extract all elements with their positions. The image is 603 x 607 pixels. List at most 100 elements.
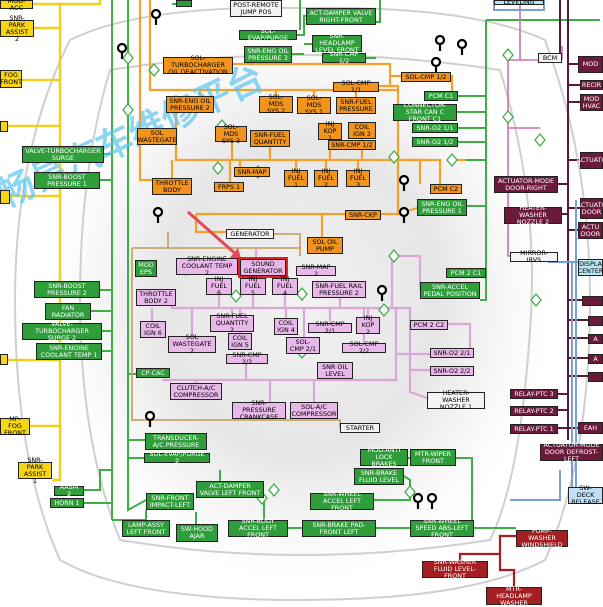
- component-snr-fuel-pressure[interactable]: SNR-FUEL PRESSURE: [336, 97, 376, 114]
- component-snr-brake-pad-front-left[interactable]: SNR-BRAKE PAD-FRONT LEFT: [302, 520, 376, 537]
- component-snr-fuel-quantity-2[interactable]: SNR-FUEL QUANTITY 2: [210, 313, 254, 334]
- component-sol-cmp-2-2[interactable]: SOL-CMP 2/2: [342, 341, 386, 355]
- component-snr-eng-oil-pressure-1[interactable]: SNR-ENG OIL PRESSURE 1: [417, 199, 467, 216]
- component-actuator-rt-2[interactable]: ACTUATO DOOR: [576, 198, 603, 219]
- component-maroon-rt-3[interactable]: A: [588, 334, 603, 344]
- component-snr-fuel-rail-pressure-2[interactable]: SNR-FUEL RAIL PRESSURE 2: [312, 281, 366, 298]
- component-maroon-rt-4[interactable]: A: [588, 354, 603, 364]
- component-maroon-rt-1[interactable]: [582, 296, 603, 306]
- component-post-remote-jump-pos[interactable]: POST-REMOTE JUMP POS: [230, 0, 282, 17]
- component-mtr-wiper-front[interactable]: MTR-WIPER FRONT: [410, 449, 456, 466]
- component-snr-accel-pedal-position[interactable]: SNR-ACCEL PEDAL POSITION: [420, 282, 480, 299]
- component-snr-wheel-accel-left-front[interactable]: SNR-WHEEL ACCEL LEFT FRONT: [310, 491, 374, 512]
- component-frps-1[interactable]: FRPS 1: [214, 182, 244, 192]
- component-coil-ign-6[interactable]: COIL IGN 6: [140, 321, 166, 338]
- component-snr-cmp-1-2-top[interactable]: SNR-CMP 1/2: [322, 51, 366, 65]
- component-actuator-mode-door-defrost-left[interactable]: ACTUATOR-MODE DOOR DEFROST-LEFT: [540, 442, 603, 463]
- component-relay-ptc-3[interactable]: RELAY-PTC 3: [510, 389, 558, 399]
- component-aasm-2[interactable]: AASM 2: [54, 484, 84, 498]
- component-transducer-ac-pressure[interactable]: TRANSDUCER-A/C PRESSURE: [145, 433, 207, 450]
- component-inj-fuel-2[interactable]: INJ FUEL 2: [314, 168, 338, 189]
- component-snr-body-accel-left-front[interactable]: SNR-BODY ACCEL LEFT FRONT: [228, 518, 288, 539]
- component-g-top-stub-1[interactable]: [176, 0, 192, 7]
- component-y-stub-3[interactable]: [0, 354, 8, 365]
- component-mod-acc[interactable]: MOD-ACC: [0, 0, 33, 11]
- component-relay-ptc-2[interactable]: RELAY-PTC 2: [510, 406, 558, 416]
- component-snr-park-assist-2[interactable]: SNR-PARK ASSIST 2: [0, 14, 34, 42]
- component-lamp-assy-left-front[interactable]: LAMP-ASSY LEFT FRONT: [122, 520, 170, 537]
- component-snr-engine-coolant-temp-2[interactable]: SNR-ENGINE COOLANT TEMP 2: [176, 256, 238, 277]
- component-sol-evap-purge-2[interactable]: SOL-EVAP/PURGE 2: [144, 451, 210, 465]
- component-coil-ign-3[interactable]: COIL IGN 3: [348, 122, 376, 139]
- component-connector-star-can-front[interactable]: CONNECTOR-STAR CAN C FRONT C1: [393, 102, 457, 123]
- component-snr-wheel-speed-abs-left-front[interactable]: SNR-WHEEL SPEED ABS-LEFT FRONT: [410, 518, 474, 539]
- component-actuator-rt-3[interactable]: ACTU DOOR: [578, 222, 603, 239]
- component-sol-mds-sys-3[interactable]: SOL-MDS SYS 3: [215, 123, 247, 144]
- component-mp-fog-front[interactable]: MP-FOG FRONT: [0, 416, 30, 437]
- component-throttle-body-2[interactable]: THROTTLE BODY 2: [136, 289, 176, 306]
- component-sol-cmp-2-1[interactable]: SOL-CMP 2/1: [286, 337, 320, 354]
- component-snr-eng-oil-pressure-2[interactable]: SNR-ENG OIL PRESSURE 2: [166, 96, 214, 113]
- component-fan-radiator[interactable]: FAN RADIATOR: [45, 303, 91, 320]
- component-inj-fuel-5[interactable]: INJ FUEL 5: [240, 276, 266, 297]
- component-sol-evap-purge[interactable]: SOL-EVAP/PURGE: [239, 28, 297, 42]
- component-mod-hvac[interactable]: MOD HVAC: [580, 94, 603, 111]
- component-mod-anti-lock-brakes[interactable]: MOD-ANTI LOCK BRAKES: [360, 447, 408, 468]
- component-valve-turbo-surge-2[interactable]: VALVE-TURBOCHARGER SURGE 2: [22, 321, 102, 342]
- component-pcm-2-c2[interactable]: PCM 2 C2: [410, 320, 448, 330]
- component-inj-fuel-3[interactable]: INJ FUEL 3: [346, 168, 370, 189]
- component-fog-front[interactable]: FOG FRONT: [0, 70, 22, 88]
- component-heater-washer-nozzle-1[interactable]: HEATER-WASHER NOZZLE 1: [427, 390, 485, 411]
- component-sound-generator[interactable]: SOUND GENERATOR: [238, 257, 288, 278]
- component-snr-eng-oil-pressure-3[interactable]: SNR-ENG OIL PRESSURE 3: [244, 46, 292, 63]
- component-inj-fuel-4[interactable]: INJ FUEL 4: [272, 276, 298, 297]
- component-snr-headlamp-level-front[interactable]: SNR-HEADLAMP LEVEL FRONT: [312, 33, 362, 54]
- component-snr-park-assist-1[interactable]: SNR-PARK ASSIST 1: [18, 456, 52, 484]
- component-snr-washer-fluid-level-front[interactable]: SNR-WASHER FLUID LEVEL-FRONT: [422, 559, 488, 580]
- component-snr-front-impact-left[interactable]: SNR-FRONT IMPACT-LEFT: [146, 493, 194, 510]
- component-act-damper-valve-right-front[interactable]: ACT-DAMPER VALVE RIGHT-FRONT: [306, 8, 376, 25]
- component-horn-1[interactable]: HORN 1: [50, 498, 84, 508]
- component-snr-oil-level[interactable]: SNR OIL LEVEL: [317, 362, 353, 379]
- component-maroon-rt-5[interactable]: [588, 372, 603, 382]
- component-heater-washer-nozzle-2[interactable]: HEATER-WASHER NOZZLE 2: [504, 205, 562, 226]
- component-relay-ptc-1[interactable]: RELAY-PTC 1: [510, 424, 558, 434]
- component-coil-ign-4[interactable]: COIL IGN 4: [274, 318, 298, 335]
- component-leveling[interactable]: LEVELING: [494, 0, 544, 6]
- component-inj-kop-1[interactable]: INJ KOP 1: [318, 121, 342, 142]
- component-inj-kop-2[interactable]: INJ KOP 2: [356, 315, 380, 336]
- component-actuator-mode-door-right[interactable]: ACTUATOR-MODE DOOR-RIGHT: [494, 176, 558, 193]
- component-coil-ign-5[interactable]: COIL IGN 5: [228, 333, 252, 350]
- component-sol-turbo-oil-deact[interactable]: SOL-TURBOCHARGER OIL DEACTIVATION: [163, 55, 233, 76]
- component-sol-ac-compressor[interactable]: SOL-A/C COMPRESSOR: [290, 402, 338, 419]
- component-bcm[interactable]: BCM: [538, 53, 562, 63]
- component-sol-cmp-1-1[interactable]: SOL-CMP 1/1: [333, 80, 379, 94]
- component-snr-map-2[interactable]: SNR-MAP 2: [296, 264, 336, 278]
- component-snr-cmp-2-1[interactable]: SNR-CMP 2/1: [308, 321, 352, 335]
- component-snr-ckp[interactable]: SNR-CKP: [345, 210, 381, 220]
- component-mod-eps[interactable]: MOD EPS: [135, 260, 157, 277]
- component-sw-deck-release[interactable]: SW-DECK RELEASE: [568, 485, 603, 506]
- component-valve-turbo-surge[interactable]: VALVE-TURBOCHARGER SURGE: [22, 146, 104, 163]
- component-mtr-headlamp-washer[interactable]: MTR-HEADLAMP WASHER: [486, 585, 542, 606]
- component-maroon-rt-2[interactable]: [588, 316, 603, 326]
- component-sol-oil-pump[interactable]: SOL OIL PUMP: [307, 237, 343, 254]
- component-snr-boost-pressure-1[interactable]: SNR-BOOST PRESSURE 1: [34, 172, 100, 189]
- component-snr-pressure-crankcase[interactable]: SNR-PRESSURE CRANKCASE: [232, 400, 286, 421]
- component-snr-o2-1-2[interactable]: SNR-O2 1/2: [412, 137, 458, 147]
- component-y-stub-2[interactable]: [0, 190, 10, 204]
- component-snr-hood-ajar[interactable]: SW-HOOD AJAR: [176, 524, 218, 542]
- component-pcm-2-c1[interactable]: PCM 2 C1: [446, 268, 486, 278]
- component-snr-boost-pressure-2[interactable]: SNR-BOOST PRESSURE 2: [34, 281, 100, 298]
- component-pump-washer-windshield[interactable]: PUMP-WASHER WINDSHIELD: [516, 528, 568, 549]
- component-snr-cmp-1-2-orange[interactable]: SNR-CMP 1/2: [328, 140, 376, 150]
- component-inj-fuel-6[interactable]: INJ FUEL 6: [206, 276, 232, 297]
- component-sol-mds-sys-1[interactable]: SOL-MDS SYS 1: [297, 95, 331, 116]
- component-snr-brake-fluid-level[interactable]: SNR-BRAKE FLUID LEVEL: [354, 468, 404, 485]
- component-pcm-c1[interactable]: PCM C1: [424, 91, 458, 101]
- component-actuato-1[interactable]: ACTUATO: [576, 152, 603, 169]
- component-inj-fuel-1[interactable]: INJ FUEL 1: [284, 168, 308, 189]
- component-sol-wastegate-2[interactable]: SOL WASTEGATE 2: [168, 334, 216, 355]
- component-y-stub-1[interactable]: [0, 121, 8, 132]
- component-snr-o2-2-1[interactable]: SNR-O2 2/1: [430, 348, 474, 358]
